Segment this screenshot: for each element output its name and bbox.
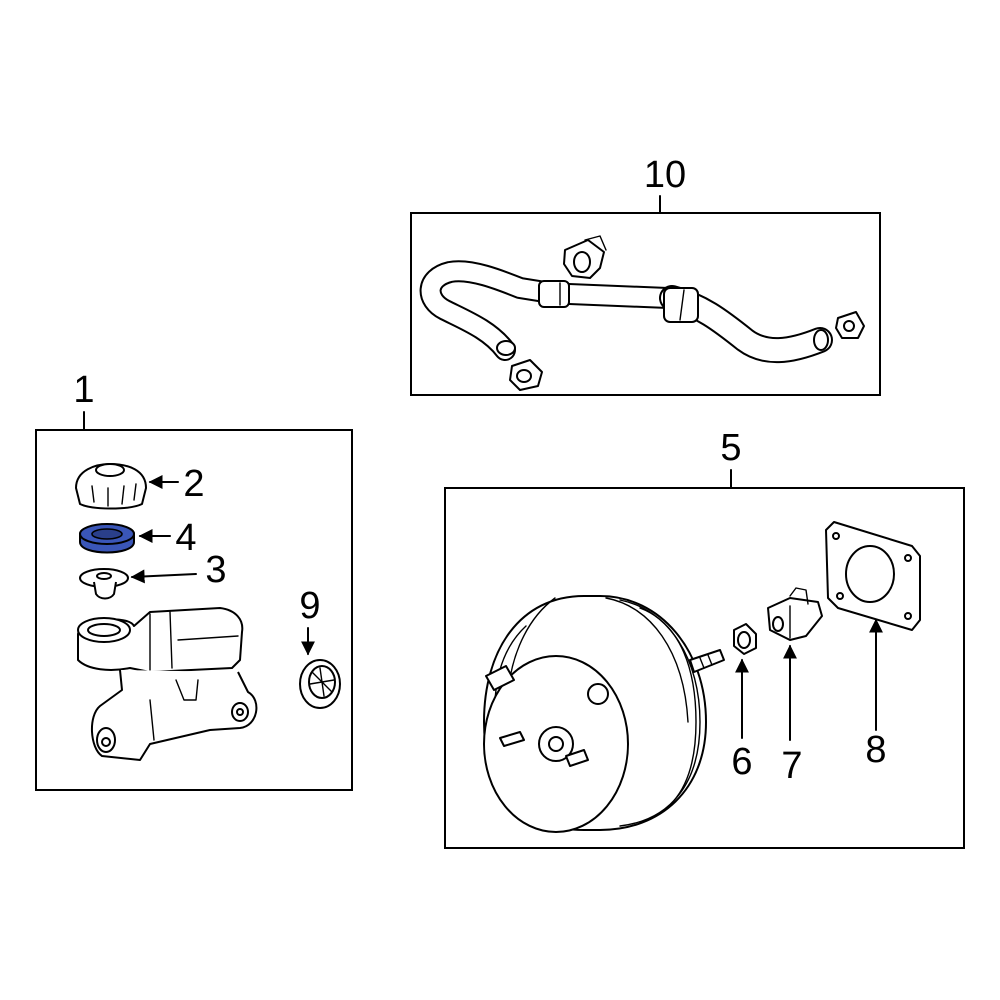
reservoir-strainer[interactable] xyxy=(79,568,129,600)
master-cylinder-body[interactable] xyxy=(77,607,258,761)
callout-7[interactable]: 7 xyxy=(781,745,802,787)
brake-booster-group: 5 6 xyxy=(444,427,965,849)
callout-10[interactable]: 10 xyxy=(644,154,686,196)
reservoir-cap-seal[interactable] xyxy=(79,523,135,554)
pushrod-clevis[interactable] xyxy=(767,587,823,641)
callout-1[interactable]: 1 xyxy=(73,369,94,411)
brake-booster[interactable] xyxy=(483,595,725,833)
callout-6[interactable]: 6 xyxy=(731,741,752,783)
master-cylinder-frame xyxy=(35,429,353,791)
vacuum-hose-frame xyxy=(410,212,881,396)
hose-clip-upper xyxy=(563,235,607,279)
callout-2[interactable]: 2 xyxy=(183,463,204,505)
callout-3[interactable]: 3 xyxy=(205,549,226,591)
hose-clip-right xyxy=(835,311,865,339)
booster-nut[interactable] xyxy=(733,623,757,655)
hose-clip-lower xyxy=(509,359,543,391)
callout-3-arrow xyxy=(130,569,197,584)
vacuum-hose-group: 10 xyxy=(410,154,881,396)
grommet[interactable] xyxy=(299,659,341,709)
callout-8[interactable]: 8 xyxy=(865,729,886,771)
callout-4[interactable]: 4 xyxy=(175,517,196,559)
reservoir-cap[interactable] xyxy=(75,463,147,510)
callout-5[interactable]: 5 xyxy=(720,427,741,469)
booster-gasket[interactable] xyxy=(825,521,921,631)
vacuum-hose-illustration[interactable] xyxy=(419,235,865,391)
callout-9[interactable]: 9 xyxy=(299,585,320,627)
master-cylinder-group: 1 2 4 3 xyxy=(35,369,353,791)
brake-booster-frame xyxy=(444,487,965,849)
